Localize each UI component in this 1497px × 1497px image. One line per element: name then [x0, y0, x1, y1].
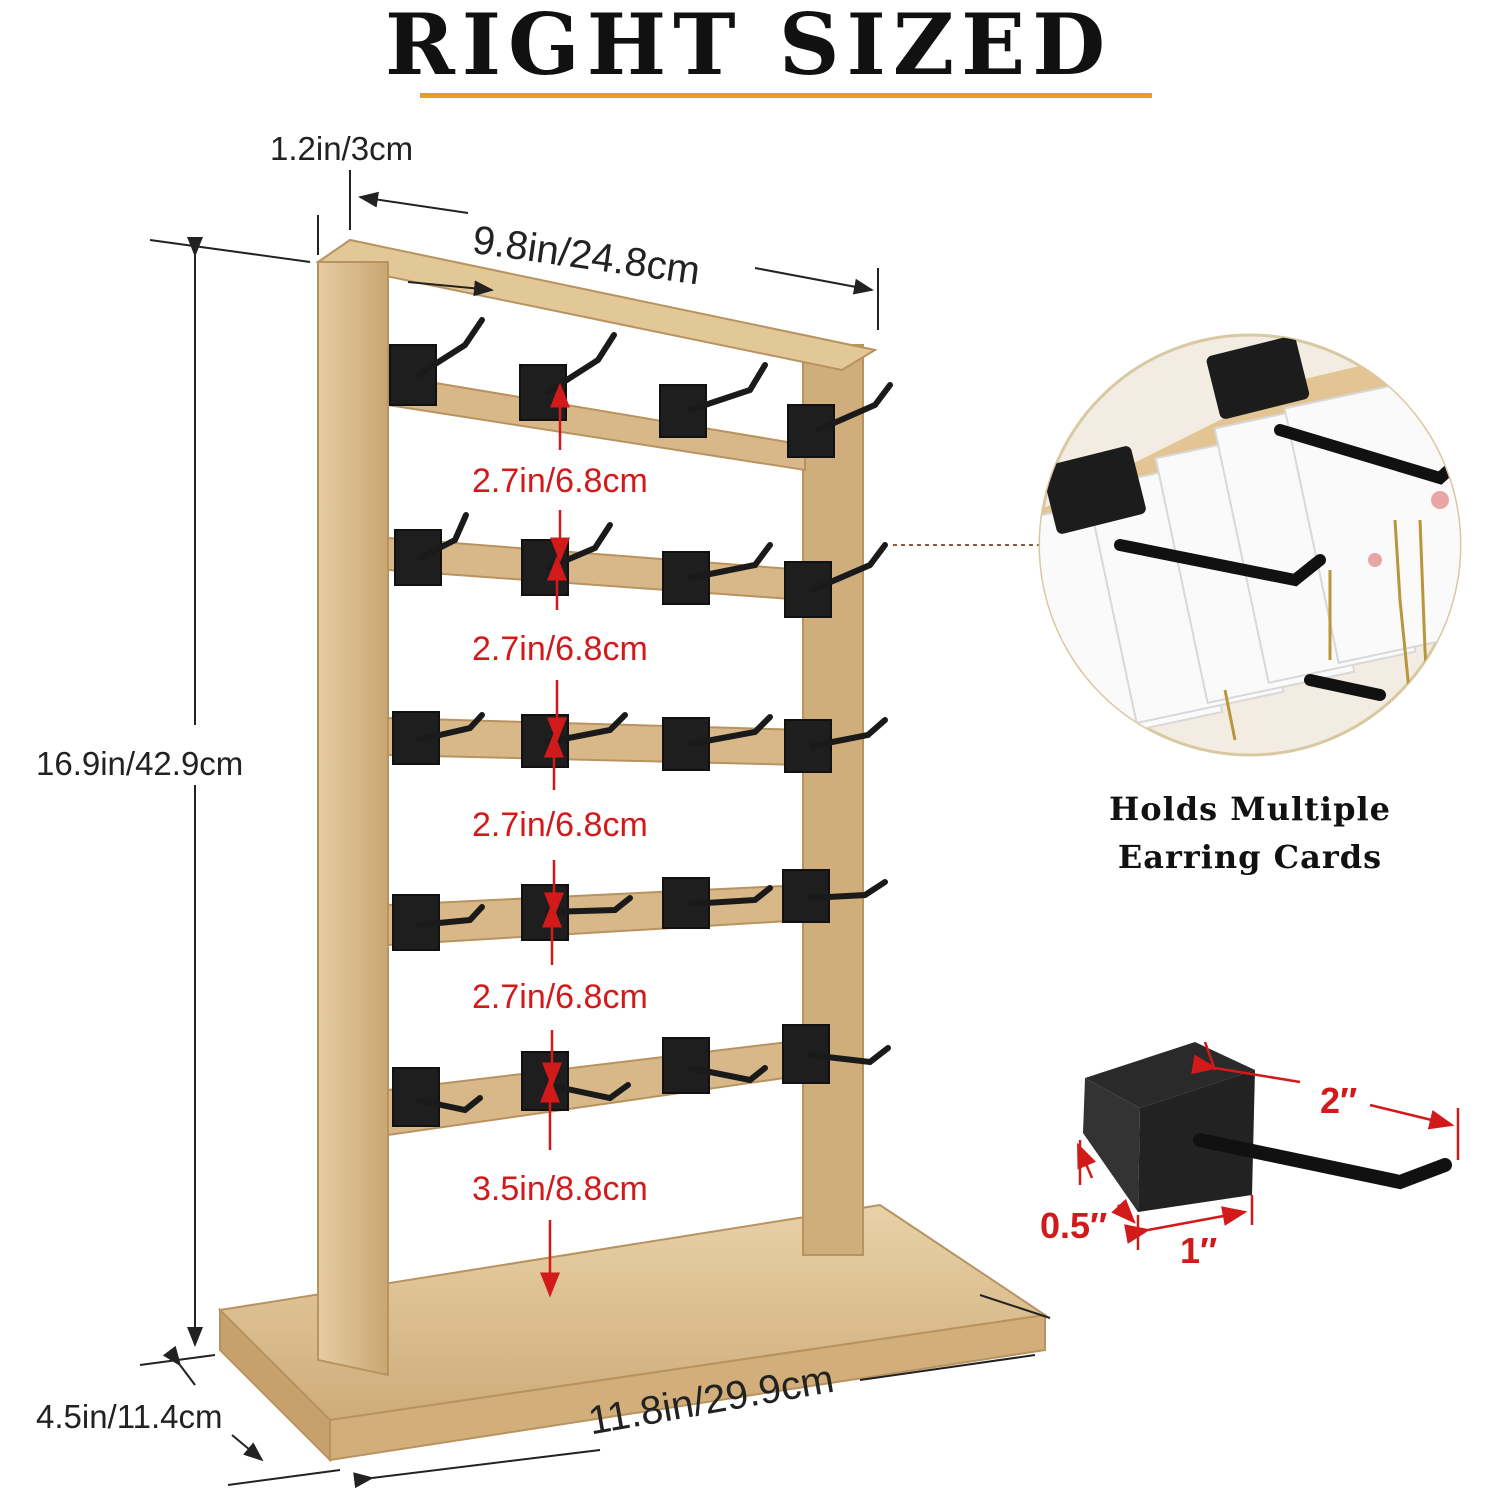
- caption-line: Holds Multiple: [1109, 790, 1391, 828]
- row-gap-label: 2.7in/6.8cm: [472, 978, 648, 1016]
- title-underline: [420, 93, 1152, 98]
- hook-length-label: 2″: [1320, 1080, 1358, 1121]
- depth-top-label: 1.2in/3cm: [270, 130, 414, 167]
- left-post: [317, 261, 389, 1377]
- right-post: [802, 344, 864, 1256]
- height-label: 16.9in/42.9cm: [36, 745, 244, 782]
- hook-width-label: 1″: [1180, 1230, 1218, 1271]
- caption-line: Earring Cards: [1117, 838, 1383, 876]
- hooks: [389, 317, 893, 1127]
- detail-caption: Holds Multiple Earring Cards: [1080, 785, 1420, 881]
- page-title: RIGHT SIZED: [384, 0, 1113, 94]
- row-gap-label: 3.5in/8.8cm: [472, 1170, 648, 1208]
- dimension-lines: [139, 170, 1051, 1489]
- hook-thickness-label: 0.5″: [1040, 1205, 1108, 1246]
- single-hook-drawing: [1076, 1041, 1460, 1250]
- top-bar: [315, 238, 878, 372]
- base-depth-label: 4.5in/11.4cm: [36, 1398, 223, 1435]
- wooden-base: [217, 1203, 1048, 1463]
- earring-card-detail: [1038, 333, 1462, 757]
- row-gap-label: 2.7in/6.8cm: [472, 806, 648, 844]
- row-gap-label: 2.7in/6.8cm: [472, 630, 648, 668]
- gap-arrows: [540, 382, 570, 1298]
- row-gap-label: 2.7in/6.8cm: [472, 462, 648, 500]
